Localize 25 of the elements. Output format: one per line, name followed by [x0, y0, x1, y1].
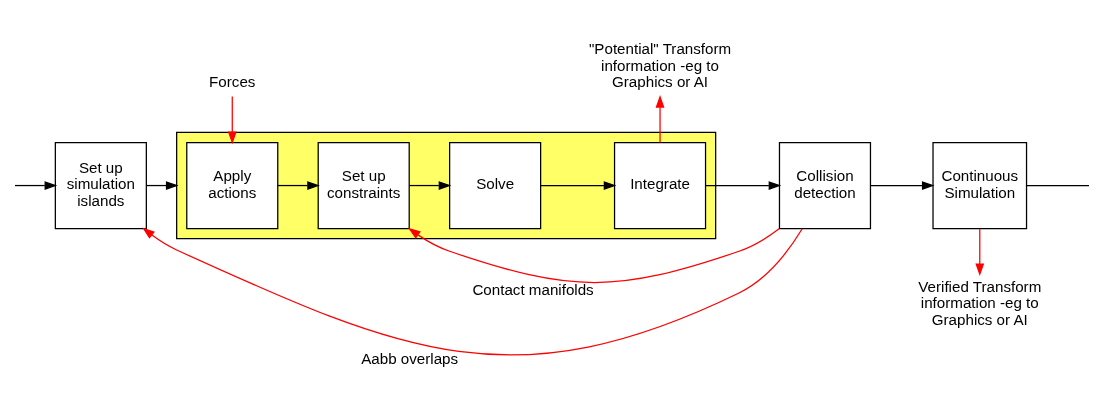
- arrow: [870, 180, 935, 190]
- node-box: Collision detection: [778, 141, 872, 229]
- arrow: [142, 227, 803, 356]
- node-box: Integrate: [613, 141, 707, 229]
- node-text: Forces: [209, 72, 256, 90]
- node-box: Apply actions: [186, 141, 279, 229]
- arrow: [145, 180, 179, 190]
- edge-label: Aabb overlaps: [361, 349, 459, 367]
- node-box: Solve: [449, 141, 542, 229]
- arrow: [655, 94, 665, 143]
- arrow: [227, 95, 237, 144]
- connector: [1026, 184, 1090, 186]
- node-text: "Potential" Transform information -eg to Graphics or AI: [588, 39, 732, 90]
- arrow: [408, 227, 780, 283]
- edge-label: Contact manifolds: [472, 280, 594, 298]
- arrow: [975, 227, 985, 276]
- arrow: [14, 180, 58, 190]
- node-text: Verified Transform information -eg to Graphics or AI: [918, 277, 1042, 328]
- arrow: [705, 180, 782, 190]
- arrow: [540, 180, 617, 190]
- arrow: [408, 180, 452, 190]
- node-box: Continuous Simulation: [932, 141, 1028, 229]
- node-box: Set up constraints: [317, 141, 410, 229]
- arrow: [277, 180, 320, 190]
- node-box: Set up simulation islands: [54, 141, 147, 229]
